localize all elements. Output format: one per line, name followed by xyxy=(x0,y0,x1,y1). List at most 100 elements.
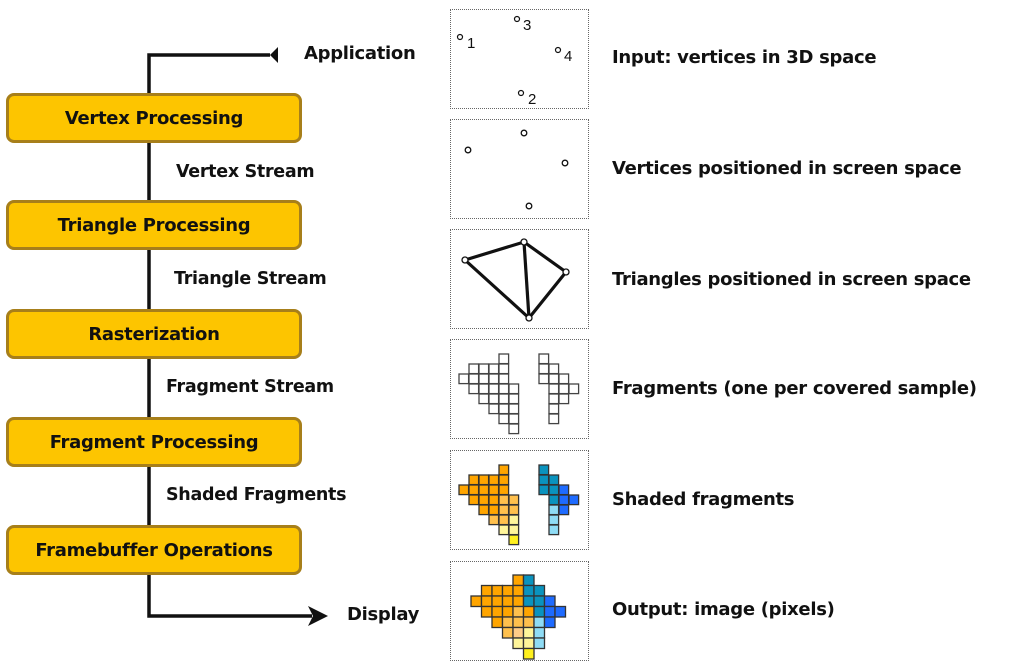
shaded-cell xyxy=(538,474,550,486)
triangle-vertex xyxy=(461,256,469,264)
output-pixel xyxy=(512,605,525,618)
vertex-2-number: 2 xyxy=(528,91,536,108)
screen-vertex xyxy=(520,129,528,137)
output-pixel xyxy=(533,616,546,629)
desc-screen-vertices: Vertices positioned in screen space xyxy=(612,158,962,179)
output-pixel xyxy=(543,605,556,618)
shaded-cell xyxy=(468,484,480,496)
shaded-cell xyxy=(478,474,490,486)
desc-triangles: Triangles positioned in screen space xyxy=(612,269,971,290)
triangles xyxy=(461,238,570,322)
output-pixel xyxy=(480,605,493,618)
shaded-cell xyxy=(508,534,520,546)
fragment-cell xyxy=(548,363,560,375)
fragment-cell xyxy=(508,423,520,435)
fragment-cell xyxy=(478,373,490,385)
panel-shaded-fragments xyxy=(450,450,589,550)
screen-vertices xyxy=(464,129,569,210)
stream-vertex: Vertex Stream xyxy=(176,162,315,182)
vertex-1 xyxy=(456,33,464,41)
triangle-vertex xyxy=(520,238,528,246)
fragment-cell xyxy=(498,383,510,395)
stage-rasterization: Rasterization xyxy=(6,309,302,359)
output-pixel xyxy=(533,595,546,608)
shaded-cell xyxy=(548,474,560,486)
shaded-cell xyxy=(488,474,500,486)
shaded-cell xyxy=(488,494,500,506)
fragment-cell xyxy=(558,393,570,405)
output-pixel xyxy=(491,584,504,597)
shaded-cell xyxy=(498,474,510,486)
fragment-cell xyxy=(538,353,550,365)
output-pixel xyxy=(512,595,525,608)
fragment-cell xyxy=(538,373,550,385)
fragment-cell xyxy=(548,413,560,425)
shaded-cell xyxy=(468,474,480,486)
shaded-cell xyxy=(508,524,520,536)
fragment-cell xyxy=(478,393,490,405)
fragment-cell xyxy=(458,373,470,385)
shaded-cell xyxy=(498,464,510,476)
stream-fragment: Fragment Stream xyxy=(166,377,334,397)
output-pixel xyxy=(491,616,504,629)
fragment-cell xyxy=(488,403,500,415)
fragment-cell xyxy=(488,363,500,375)
shaded-cell xyxy=(458,484,470,496)
vertex-3 xyxy=(513,15,521,23)
output-pixel xyxy=(501,605,514,618)
panel-triangles xyxy=(450,229,589,329)
screen-vertex xyxy=(561,159,569,167)
fragment-cell xyxy=(498,403,510,415)
output-pixel xyxy=(522,626,535,639)
stream-shaded-fragments: Shaded Fragments xyxy=(166,485,347,505)
shaded-cell xyxy=(548,514,560,526)
output-pixel xyxy=(533,626,546,639)
output-pixel xyxy=(543,616,556,629)
stage-fragment-processing: Fragment Processing xyxy=(6,417,302,467)
output-pixel xyxy=(522,637,535,650)
output-pixel xyxy=(491,605,504,618)
shaded-cell xyxy=(558,484,570,496)
fragment-cell xyxy=(488,393,500,405)
shaded-cell xyxy=(488,484,500,496)
panel-input-vertices xyxy=(450,9,589,109)
shaded-cell xyxy=(488,514,500,526)
triangle-edges xyxy=(463,240,568,320)
desc-fragments: Fragments (one per covered sample) xyxy=(612,378,977,399)
shaded-cell xyxy=(468,494,480,506)
shaded-cell xyxy=(558,504,570,516)
output-pixel xyxy=(491,595,504,608)
stage-framebuffer-operations: Framebuffer Operations xyxy=(6,525,302,575)
fragment-cell xyxy=(548,383,560,395)
fragment-cell xyxy=(468,363,480,375)
fragment-cell xyxy=(498,363,510,375)
output-pixel xyxy=(480,584,493,597)
output-pixel xyxy=(554,605,567,618)
output-pixel xyxy=(501,616,514,629)
output-pixel xyxy=(512,626,525,639)
output-pixel xyxy=(501,584,514,597)
desc-output: Output: image (pixels) xyxy=(612,599,835,620)
fragment-cell xyxy=(508,403,520,415)
fragment-cell xyxy=(548,373,560,385)
shaded-cell xyxy=(508,504,520,516)
fragment-cell xyxy=(498,413,510,425)
triangle-shared-edge xyxy=(522,241,531,319)
shaded-cell xyxy=(538,484,550,496)
fragment-cell xyxy=(568,383,580,395)
shaded-cell xyxy=(498,524,510,536)
shaded-fragment-cells xyxy=(458,464,580,546)
desc-shaded: Shaded fragments xyxy=(612,489,795,510)
stage-vertex-processing: Vertex Processing xyxy=(6,93,302,143)
display-label: Display xyxy=(347,604,420,625)
output-pixel xyxy=(480,595,493,608)
output-pixels xyxy=(470,574,567,660)
triangle-vertex xyxy=(525,314,533,322)
fragment-cell xyxy=(468,383,480,395)
panel-screen-vertices xyxy=(450,119,589,219)
vertex-4 xyxy=(554,46,562,54)
fragment-cell xyxy=(508,413,520,425)
panel-output-image xyxy=(450,561,589,661)
